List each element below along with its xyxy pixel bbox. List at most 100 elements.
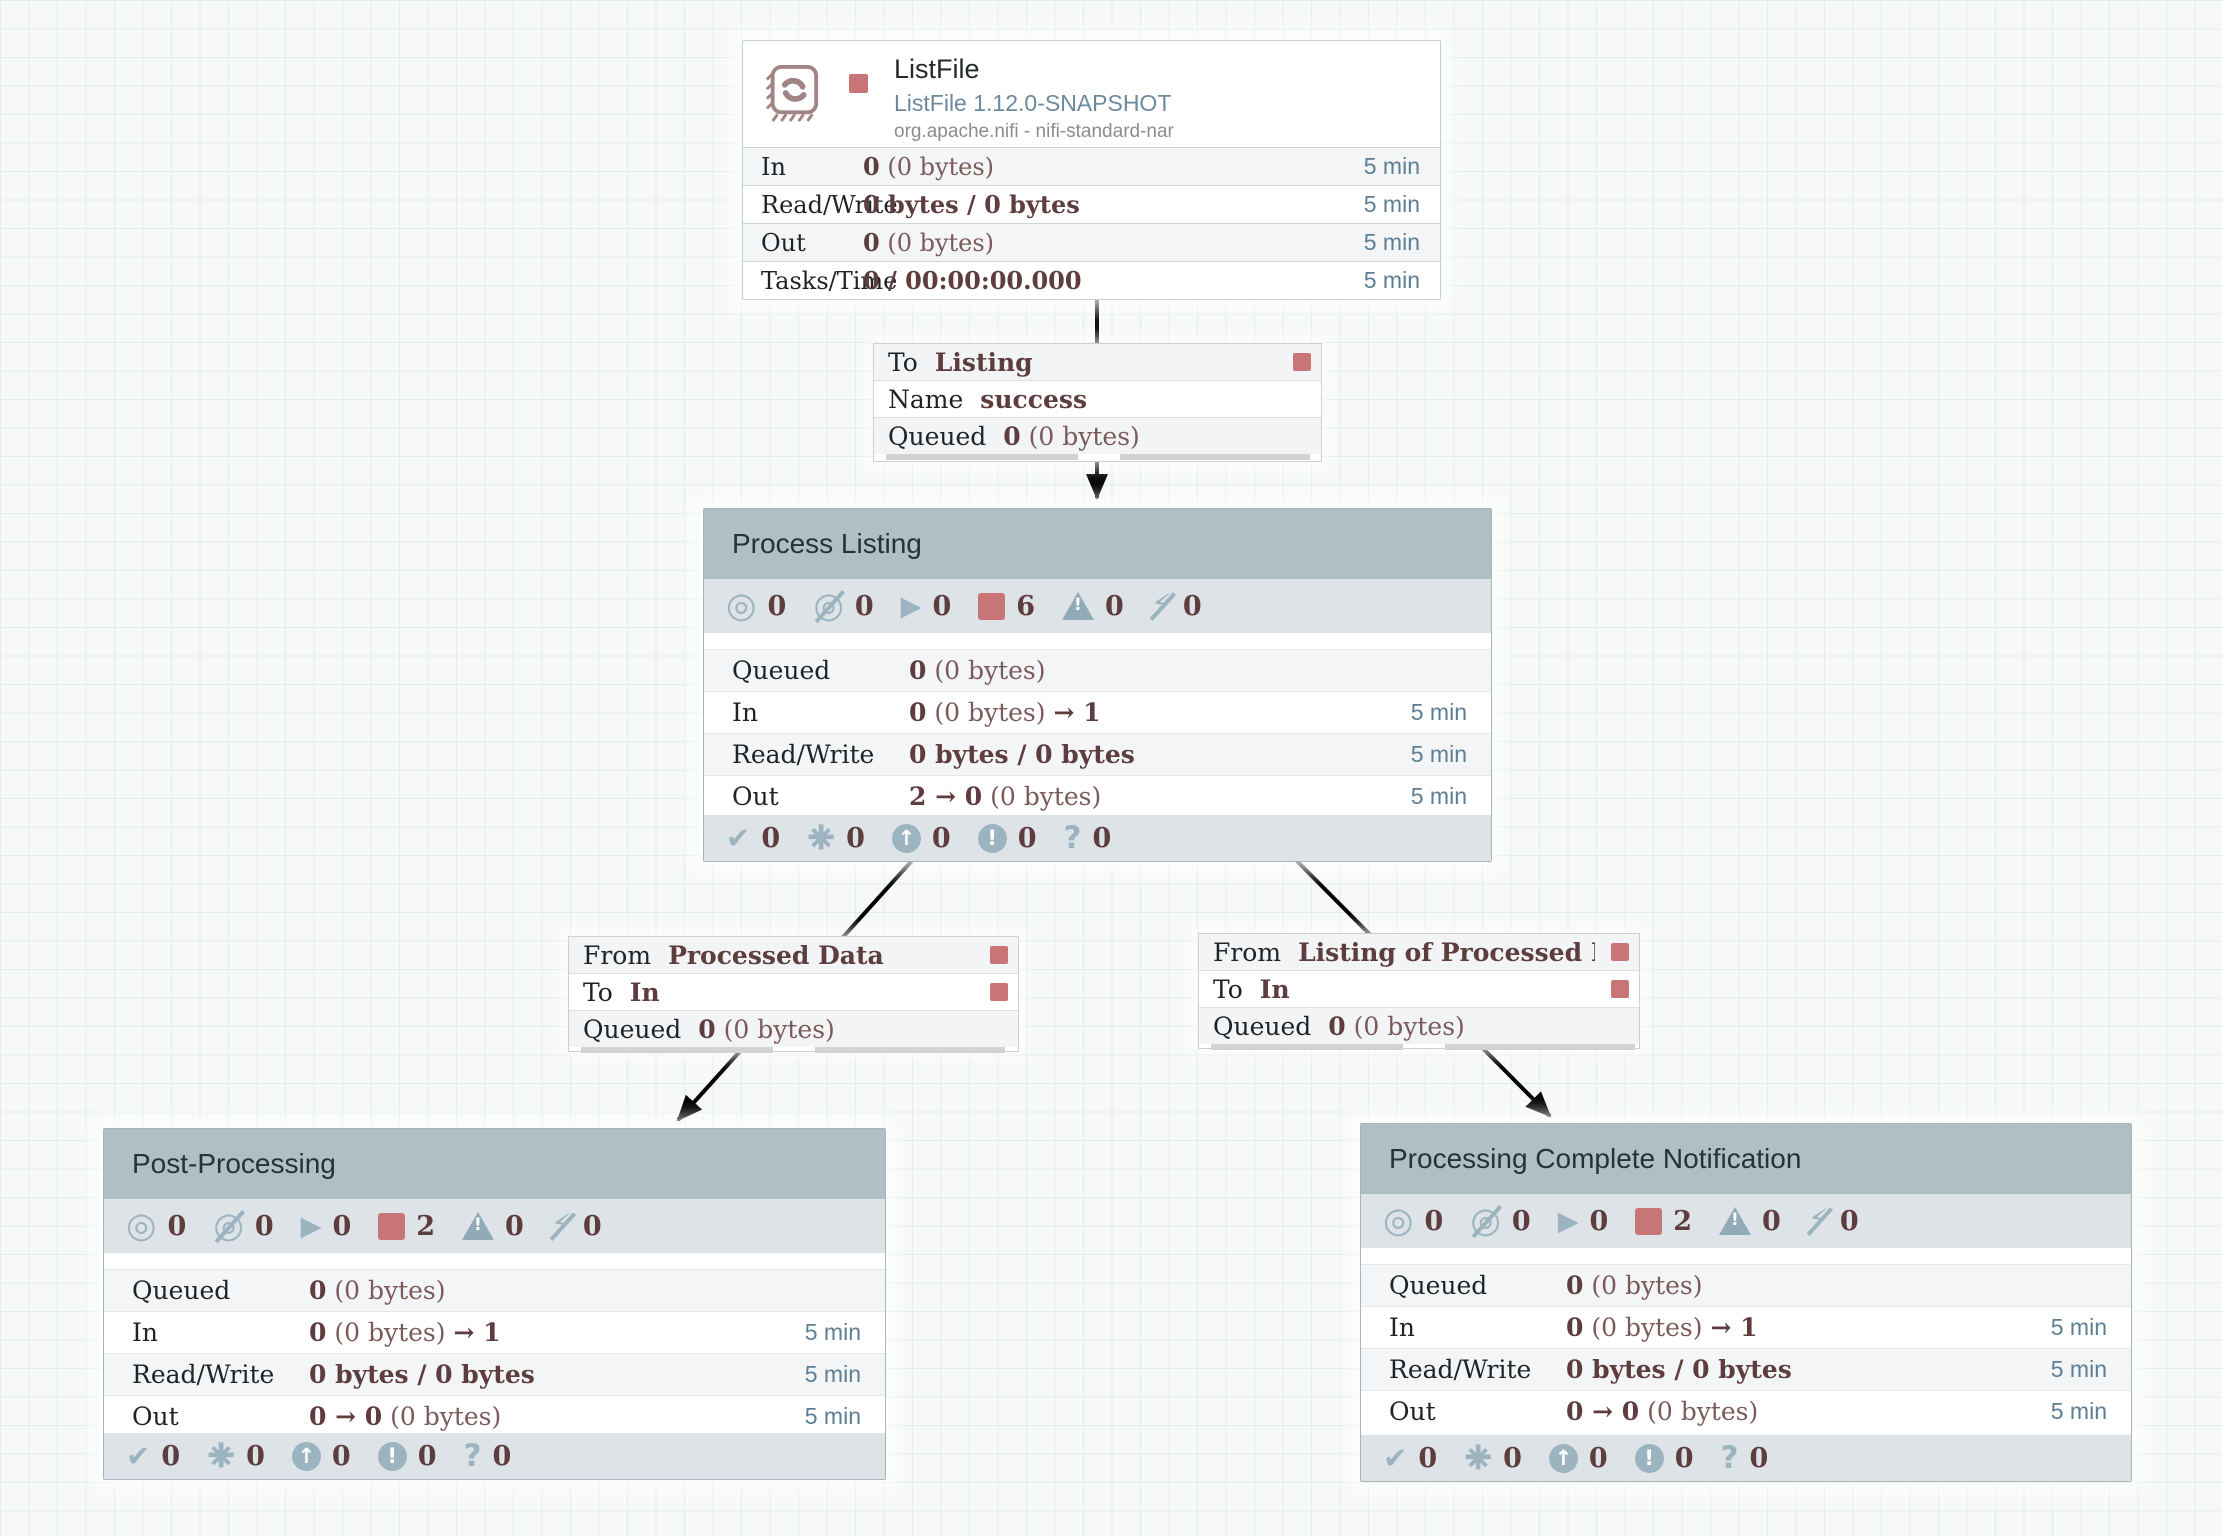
stopped-state-icon (1293, 353, 1311, 371)
stale-icon (291, 1441, 321, 1471)
stopped-state-icon (1611, 943, 1629, 961)
stale-icon (891, 823, 921, 853)
stopped-state-icon (849, 74, 868, 93)
not-transmitting-icon (813, 589, 844, 624)
version-control-status-bar: 0 0 0 0 0 (104, 1433, 885, 1479)
process-group-header[interactable]: Post-Processing (104, 1129, 885, 1199)
processor-type: ListFile 1.12.0-SNAPSHOT (894, 90, 1172, 116)
running-icon (301, 1213, 322, 1240)
size-threshold-bar (1120, 454, 1310, 460)
process-group-status-bar: 0 0 0 2 0 0 (104, 1199, 885, 1253)
version-control-status-bar: 0 0 0 0 0 (704, 815, 1491, 861)
stale-icon (1548, 1443, 1578, 1473)
processor-type-icon (763, 63, 821, 128)
sync-failure-icon (464, 1441, 482, 1472)
processor-name: ListFile (894, 54, 980, 84)
queue-capacity-bars (874, 454, 1321, 462)
not-transmitting-icon (1470, 1204, 1501, 1239)
not-transmitting-icon (213, 1209, 244, 1244)
transmitting-icon (126, 1209, 157, 1244)
transmitting-icon (1383, 1204, 1414, 1239)
stopped-icon (378, 1212, 406, 1240)
process-group-header[interactable]: Processing Complete Notification (1361, 1124, 2131, 1194)
queue-capacity-bars (569, 1047, 1018, 1055)
size-threshold-bar (815, 1047, 1005, 1053)
locally-modified-and-stale-icon (1634, 1443, 1664, 1473)
processor-bundle: org.apache.nifi - nifi-standard-nar (894, 121, 1174, 142)
running-icon (1558, 1208, 1579, 1235)
process-group-header[interactable]: Process Listing (704, 509, 1491, 579)
up-to-date-icon (1383, 1444, 1407, 1473)
object-threshold-bar (581, 1047, 773, 1053)
locally-modified-icon (207, 1442, 235, 1470)
processor-listfile[interactable]: ListFile ListFile 1.12.0-SNAPSHOT org.ap… (742, 40, 1441, 300)
disabled-icon (551, 1211, 572, 1241)
up-to-date-icon (126, 1442, 150, 1471)
process-group-status-bar: 0 0 0 6 0 0 (704, 579, 1491, 633)
disabled-icon (1808, 1206, 1829, 1236)
process-group-title: Processing Complete Notification (1389, 1143, 1802, 1174)
stopped-icon (978, 592, 1006, 620)
processor-header: ListFile ListFile 1.12.0-SNAPSHOT org.ap… (743, 41, 1440, 147)
version-control-status-bar: 0 0 0 0 0 (1361, 1435, 2131, 1481)
stopped-state-icon (990, 983, 1008, 1001)
size-threshold-bar (1445, 1044, 1635, 1050)
process-group-title: Post-Processing (132, 1148, 336, 1179)
running-icon (901, 593, 922, 620)
locally-modified-icon (1464, 1444, 1492, 1472)
queue-capacity-bars (1199, 1044, 1639, 1052)
invalid-icon (1062, 592, 1095, 620)
process-group-processing-complete-notification[interactable]: Processing Complete Notification 0 0 0 2… (1360, 1123, 2132, 1482)
process-group-status-bar: 0 0 0 2 0 0 (1361, 1194, 2131, 1248)
process-group-title: Process Listing (732, 528, 922, 559)
invalid-icon (462, 1212, 495, 1240)
invalid-icon (1719, 1207, 1752, 1235)
transmitting-icon (726, 589, 757, 624)
up-to-date-icon (726, 824, 750, 853)
locally-modified-icon (807, 824, 835, 852)
stopped-icon (1635, 1207, 1663, 1235)
object-threshold-bar (1211, 1044, 1403, 1050)
locally-modified-and-stale-icon (377, 1441, 407, 1471)
stopped-state-icon (990, 946, 1008, 964)
stopped-state-icon (1611, 980, 1629, 998)
object-threshold-bar (886, 454, 1078, 460)
sync-failure-icon (1721, 1443, 1739, 1474)
sync-failure-icon (1064, 823, 1082, 854)
